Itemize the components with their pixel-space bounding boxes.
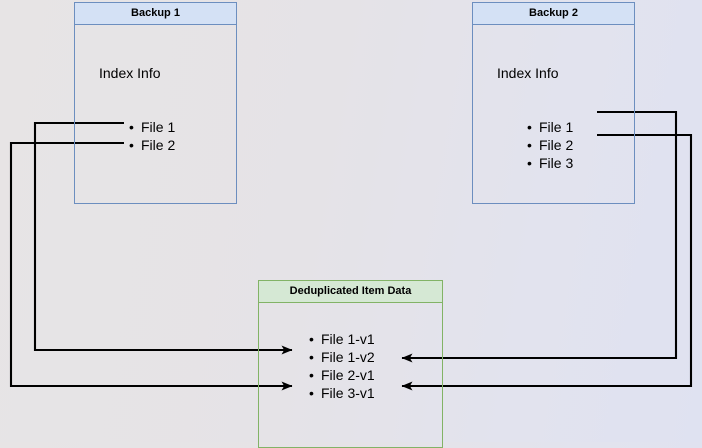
node-backup-2-file-list: File 1 File 2 File 3 — [523, 118, 573, 172]
node-backup-1-body: Index Info File 1 File 2 — [75, 25, 236, 204]
node-backup-1-title: Backup 1 — [75, 3, 236, 25]
list-item[interactable]: File 1-v2 — [309, 348, 375, 366]
list-item[interactable]: File 1 — [129, 118, 175, 136]
node-backup-1-file-list: File 1 File 2 — [125, 118, 175, 154]
node-deduplicated-item-data-title: Deduplicated Item Data — [259, 281, 442, 303]
list-item[interactable]: File 3 — [527, 154, 573, 172]
list-item[interactable]: File 1 — [527, 118, 573, 136]
node-backup-2[interactable]: Backup 2 Index Info File 1 File 2 File 3 — [472, 2, 635, 204]
node-deduplicated-item-data[interactable]: Deduplicated Item Data File 1-v1 File 1-… — [258, 280, 443, 448]
list-item[interactable]: File 1-v1 — [309, 330, 375, 348]
list-item[interactable]: File 2 — [129, 136, 175, 154]
list-item[interactable]: File 3-v1 — [309, 384, 375, 402]
list-item[interactable]: File 2-v1 — [309, 366, 375, 384]
node-deduplicated-item-data-file-list: File 1-v1 File 1-v2 File 2-v1 File 3-v1 — [305, 330, 375, 402]
list-item[interactable]: File 2 — [527, 136, 573, 154]
node-backup-2-title: Backup 2 — [473, 3, 634, 25]
node-backup-1[interactable]: Backup 1 Index Info File 1 File 2 — [74, 2, 237, 204]
node-backup-1-subtitle: Index Info — [99, 65, 161, 81]
node-deduplicated-item-data-body: File 1-v1 File 1-v2 File 2-v1 File 3-v1 — [259, 303, 442, 448]
node-backup-2-subtitle: Index Info — [497, 65, 559, 81]
node-backup-2-body: Index Info File 1 File 2 File 3 — [473, 25, 634, 204]
